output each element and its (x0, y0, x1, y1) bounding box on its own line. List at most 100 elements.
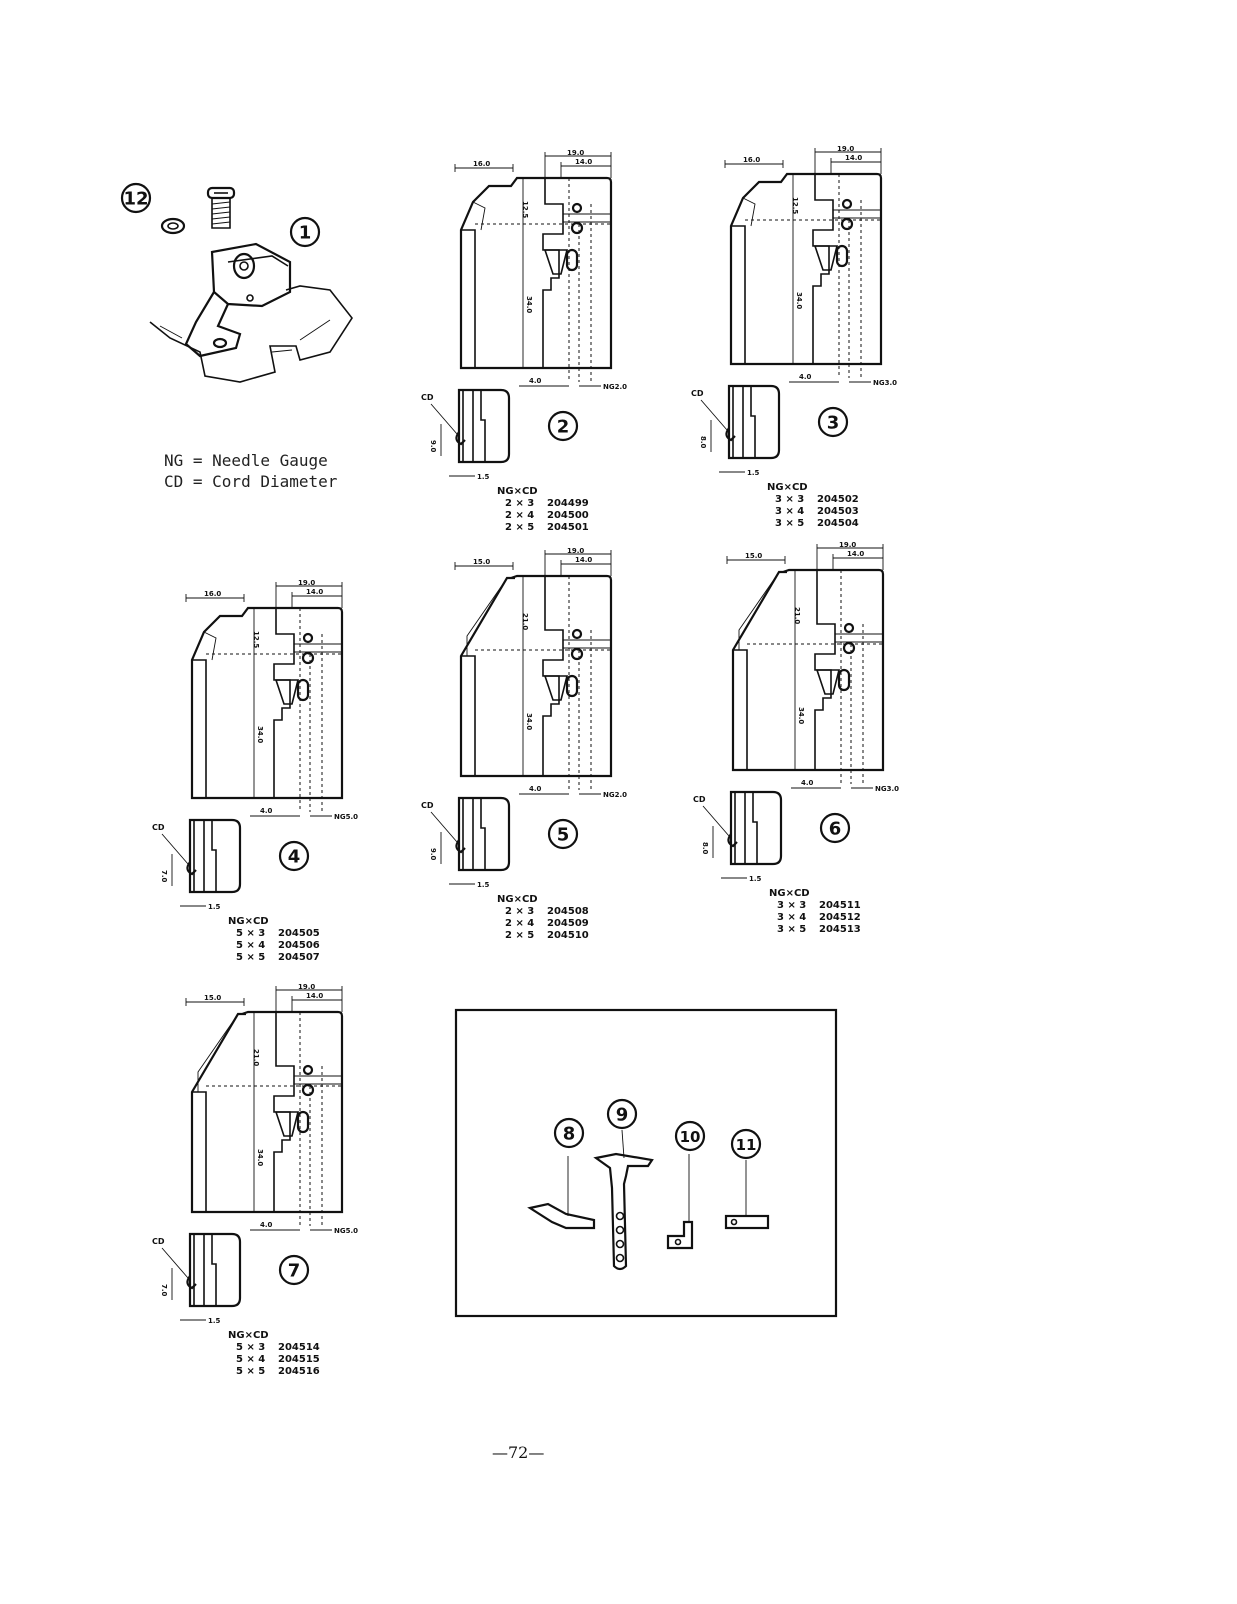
callout-12: 12 (120, 182, 152, 214)
callout-4: 4 (278, 840, 310, 872)
table-cell-part-number: 204502 (817, 494, 859, 505)
cord-guide-5-front-view (459, 574, 613, 790)
cord-guide-3-dim-side-height: 8.0 (699, 436, 707, 449)
cord-guide-3-dim-upper: 12.5 (791, 197, 799, 214)
table-cell-part-number: 204516 (278, 1366, 320, 1377)
callout-1: 1 (289, 216, 321, 248)
cord-guide-6-cd-label: CD (693, 795, 706, 804)
legend-needle-gauge: NG = Needle Gauge (164, 451, 328, 470)
cord-guide-5-dim-top-left: 15.0 (473, 558, 490, 566)
cord-guide-2: 16.019.014.012.534.04.0NG2.09.01.5CD2NG×… (421, 149, 627, 533)
table-cell-part-number: 204508 (547, 906, 589, 917)
table-cell-size: 3 × 5 (775, 518, 804, 529)
callout-5-label: 5 (557, 825, 570, 846)
cord-guide-7: 15.019.014.021.034.04.0NG5.07.01.5CD7NG×… (152, 983, 358, 1377)
table-cell-size: 2 × 5 (505, 522, 534, 533)
cord-guide-2-dim-side-bottom: 1.5 (477, 473, 490, 481)
cord-guide-2-front-view (459, 176, 613, 382)
table-cell-size: 5 × 3 (236, 928, 265, 939)
legend-cord-diameter: CD = Cord Diameter (164, 472, 338, 491)
cord-guide-2-dim-top-left: 16.0 (473, 160, 490, 168)
callout-7: 7 (278, 1254, 310, 1286)
cord-guide-4-dim-top-left: 16.0 (204, 590, 221, 598)
callout-8: 8 (553, 1117, 585, 1149)
callout-12-label: 12 (123, 189, 148, 210)
cord-guide-4-cd-label: CD (152, 823, 165, 832)
cord-guide-2-dim-top-outer: 19.0 (567, 149, 584, 157)
cord-guide-5-dim-top-inner: 14.0 (575, 556, 592, 564)
cord-guide-6-front-view (731, 568, 885, 784)
table-cell-size: 2 × 3 (505, 498, 534, 509)
callout-2-label: 2 (557, 417, 570, 438)
cord-guide-6-table-header: NG×CD (769, 888, 810, 899)
cord-guide-7-dim-lower: 34.0 (256, 1149, 264, 1166)
table-cell-size: 3 × 5 (777, 924, 806, 935)
cord-guide-4-dim-upper: 12.5 (252, 631, 260, 648)
table-cell-part-number: 204513 (819, 924, 861, 935)
cord-guide-2-table-header: NG×CD (497, 486, 538, 497)
cord-guide-7-dim-top-left: 15.0 (204, 994, 221, 1002)
cord-guide-3: 16.019.014.012.534.04.0NG3.08.01.5CD3NG×… (691, 145, 897, 529)
presser-foot-assembly-illustration (149, 186, 353, 383)
cord-guide-2-dim-lower: 34.0 (525, 296, 533, 313)
cord-guide-2-side-view: 9.01.5CD (421, 388, 511, 481)
cord-guide-5-cd-label: CD (421, 801, 434, 810)
cord-guide-6: 15.019.014.021.034.04.0NG3.08.01.5CD6NG×… (693, 541, 899, 935)
table-cell-part-number: 204514 (278, 1342, 320, 1353)
table-row: 3 × 5 204513 (777, 924, 861, 935)
cord-guide-3-dim-lower: 34.0 (795, 292, 803, 309)
cord-guide-6-dim-top-inner: 14.0 (847, 550, 864, 558)
table-cell-part-number: 204511 (819, 900, 861, 911)
table-cell-size: 5 × 4 (236, 940, 265, 951)
cord-guide-7-dim-side-height: 7.0 (160, 1284, 168, 1297)
cord-guide-4-dim-top-outer: 19.0 (298, 579, 315, 587)
cord-guide-7-side-view: 7.01.5CD (152, 1232, 242, 1325)
callout-1-label: 1 (299, 223, 312, 244)
callout-3-label: 3 (827, 413, 840, 434)
cord-guide-7-dim-top-outer: 19.0 (298, 983, 315, 991)
cord-guide-4-dim-side-height: 7.0 (160, 870, 168, 883)
table-cell-size: 2 × 3 (505, 906, 534, 917)
part-8-blade (527, 1202, 596, 1230)
table-cell-size: 3 × 3 (775, 494, 804, 505)
callout-10: 10 (674, 1120, 706, 1152)
table-cell-part-number: 204501 (547, 522, 589, 533)
cord-guide-3-dim-top-left: 16.0 (743, 156, 760, 164)
cord-guide-2-dim-ng: NG2.0 (603, 383, 627, 391)
cord-guide-6-dim-side-bottom: 1.5 (749, 875, 762, 883)
table-cell-size: 3 × 4 (777, 912, 806, 923)
cord-guide-5-dim-side-bottom: 1.5 (477, 881, 490, 889)
callout-6-label: 6 (829, 819, 842, 840)
cord-guide-6-dim-ng: NG3.0 (875, 785, 899, 793)
cord-guide-2-dim-upper: 12.5 (521, 201, 529, 218)
cord-guide-3-side-view: 8.01.5CD (691, 384, 781, 477)
callout-7-label: 7 (288, 1261, 301, 1282)
cord-guide-4-dim-bottom-left: 4.0 (260, 807, 273, 815)
cord-guide-4-dim-top-inner: 14.0 (306, 588, 323, 596)
cord-guide-3-dim-ng: NG3.0 (873, 379, 897, 387)
callout-9: 9 (606, 1098, 638, 1130)
cord-guide-6-dim-bottom-left: 4.0 (801, 779, 814, 787)
table-cell-size: 3 × 4 (775, 506, 804, 517)
cord-guide-7-dim-upper: 21.0 (252, 1049, 260, 1066)
table-cell-size: 2 × 5 (505, 930, 534, 941)
cord-guide-4-front-view (190, 606, 344, 812)
cord-guide-5-dim-lower: 34.0 (525, 713, 533, 730)
cord-guide-4-dim-ng: NG5.0 (334, 813, 358, 821)
table-cell-part-number: 204510 (547, 930, 589, 941)
table-cell-part-number: 204512 (819, 912, 861, 923)
